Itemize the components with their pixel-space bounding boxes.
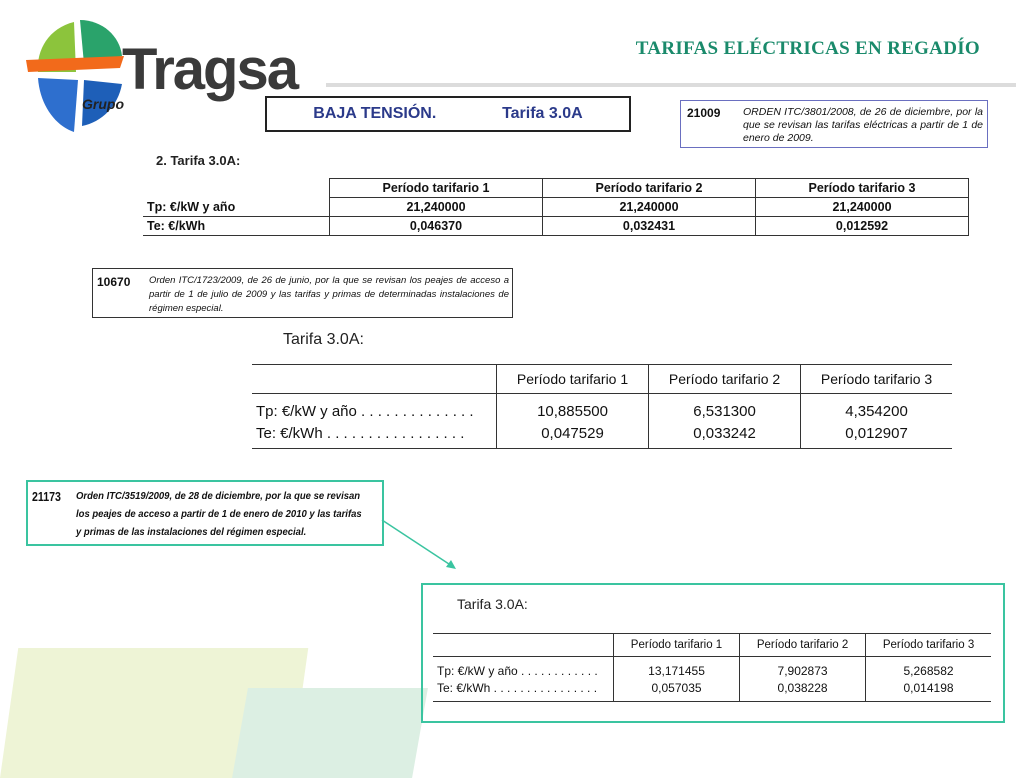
column-header: Período tarifario 2 xyxy=(739,633,866,657)
tariff-table-jul-2009: Período tarifario 1 Período tarifario 2 … xyxy=(252,364,952,449)
table-cell: 21,240000 xyxy=(542,197,756,217)
section-label: 2. Tarifa 3.0A: xyxy=(156,153,241,168)
orden-number: 21173 xyxy=(32,490,61,504)
table-cell: 21,240000 xyxy=(329,197,543,217)
table-title: Tarifa 3.0A: xyxy=(457,596,528,612)
table-cell: 0,012592 xyxy=(755,216,969,236)
orden-number: 10670 xyxy=(97,275,131,289)
slide-title: TARIFAS ELÉCTRICAS EN REGADÍO xyxy=(635,38,980,59)
tariff-table-2010: Período tarifario 1 Período tarifario 2 … xyxy=(433,633,991,702)
tragsa-logo: Tragsa Grupo xyxy=(24,14,304,136)
column-header: Período tarifario 3 xyxy=(755,178,969,198)
row-label: Tp: €/kW y año . . . . . . . . . . . . .… xyxy=(256,402,474,420)
column-header: Período tarifario 1 xyxy=(329,178,543,198)
table-cell: 0,047529 xyxy=(495,422,649,449)
decorative-shape-mint xyxy=(232,688,428,778)
orden-21009-box: 21009 ORDEN ITC/3801/2008, de 26 de dici… xyxy=(680,100,988,148)
table-cell: 7,902873 xyxy=(739,656,866,679)
globe-logo-icon xyxy=(26,20,124,132)
column-header: Período tarifario 3 xyxy=(800,364,952,394)
tariff-name-label: Tarifa 3.0A xyxy=(502,105,583,122)
row-label: Te: €/kWh . . . . . . . . . . . . . . . … xyxy=(437,680,598,695)
table-row: Te: €/kWh . . . . . . . . . . . . . . . … xyxy=(252,422,952,449)
baja-tension-label: BAJA TENSIÓN. xyxy=(313,105,437,122)
table-cell: 4,354200 xyxy=(800,393,952,422)
column-header: Período tarifario 2 xyxy=(542,178,756,198)
table-header-row: Período tarifario 1 Período tarifario 2 … xyxy=(433,633,991,657)
row-label: Tp: €/kW y año . . . . . . . . . . . . xyxy=(437,663,598,678)
table-cell: 0,033242 xyxy=(648,422,801,449)
column-header: Período tarifario 1 xyxy=(495,364,649,394)
row-label: Tp: €/kW y año xyxy=(143,197,330,217)
row-label: Te: €/kWh . . . . . . . . . . . . . . . … xyxy=(256,424,465,442)
table-header-row: Período tarifario 1 Período tarifario 2 … xyxy=(252,364,952,394)
orden-number: 21009 xyxy=(687,106,721,120)
table-cell: 0,014198 xyxy=(865,679,991,702)
logo-subtitle: Grupo xyxy=(82,96,124,112)
column-header: Período tarifario 1 xyxy=(612,633,740,657)
table-cell: 0,046370 xyxy=(329,216,543,236)
orden-21173-box: 21173 Orden ITC/3519/2009, de 28 de dici… xyxy=(26,480,384,546)
column-header: Período tarifario 3 xyxy=(865,633,991,657)
column-header: Período tarifario 2 xyxy=(648,364,801,394)
table-cell: 0,032431 xyxy=(542,216,756,236)
table-cell: 0,057035 xyxy=(612,679,740,702)
row-label: Te: €/kWh xyxy=(143,216,330,236)
table-cell: 0,038228 xyxy=(739,679,866,702)
table-cell: 21,240000 xyxy=(755,197,969,217)
table-cell: 0,012907 xyxy=(800,422,952,449)
title-divider xyxy=(326,83,1016,87)
orden-10670-box: 10670 Orden ITC/1723/2009, de 26 de juni… xyxy=(92,268,513,318)
arrow-icon xyxy=(381,519,456,569)
table-row: Te: €/kWh 0,046370 0,032431 0,012592 xyxy=(143,216,969,236)
orden-text: Orden ITC/3519/2009, de 28 de diciembre,… xyxy=(76,491,362,538)
table-row: Tp: €/kW y año 21,240000 21,240000 21,24… xyxy=(143,197,969,217)
orden-text: Orden ITC/1723/2009, de 26 de junio, por… xyxy=(149,275,509,314)
tariff-table-2009: Período tarifario 1 Período tarifario 2 … xyxy=(143,178,969,236)
table-title: Tarifa 3.0A: xyxy=(283,331,364,348)
logo-wordmark: Tragsa xyxy=(122,37,299,102)
table-cell: 10,885500 xyxy=(495,393,649,422)
table-row: Tp: €/kW y año . . . . . . . . . . . . .… xyxy=(252,393,952,422)
table-cell: 5,268582 xyxy=(865,656,991,679)
orden-text: ORDEN ITC/3801/2008, de 26 de diciembre,… xyxy=(743,106,983,144)
table-cell: 6,531300 xyxy=(648,393,801,422)
table-header-row: Período tarifario 1 Período tarifario 2 … xyxy=(143,178,969,198)
tariff-2010-box: Tarifa 3.0A: Período tarifario 1 Período… xyxy=(421,583,1005,723)
table-row: Te: €/kWh . . . . . . . . . . . . . . . … xyxy=(433,679,991,702)
baja-tension-heading: BAJA TENSIÓN. Tarifa 3.0A xyxy=(265,96,631,132)
table-cell: 13,171455 xyxy=(612,656,740,679)
table-row: Tp: €/kW y año . . . . . . . . . . . . 1… xyxy=(433,656,991,679)
